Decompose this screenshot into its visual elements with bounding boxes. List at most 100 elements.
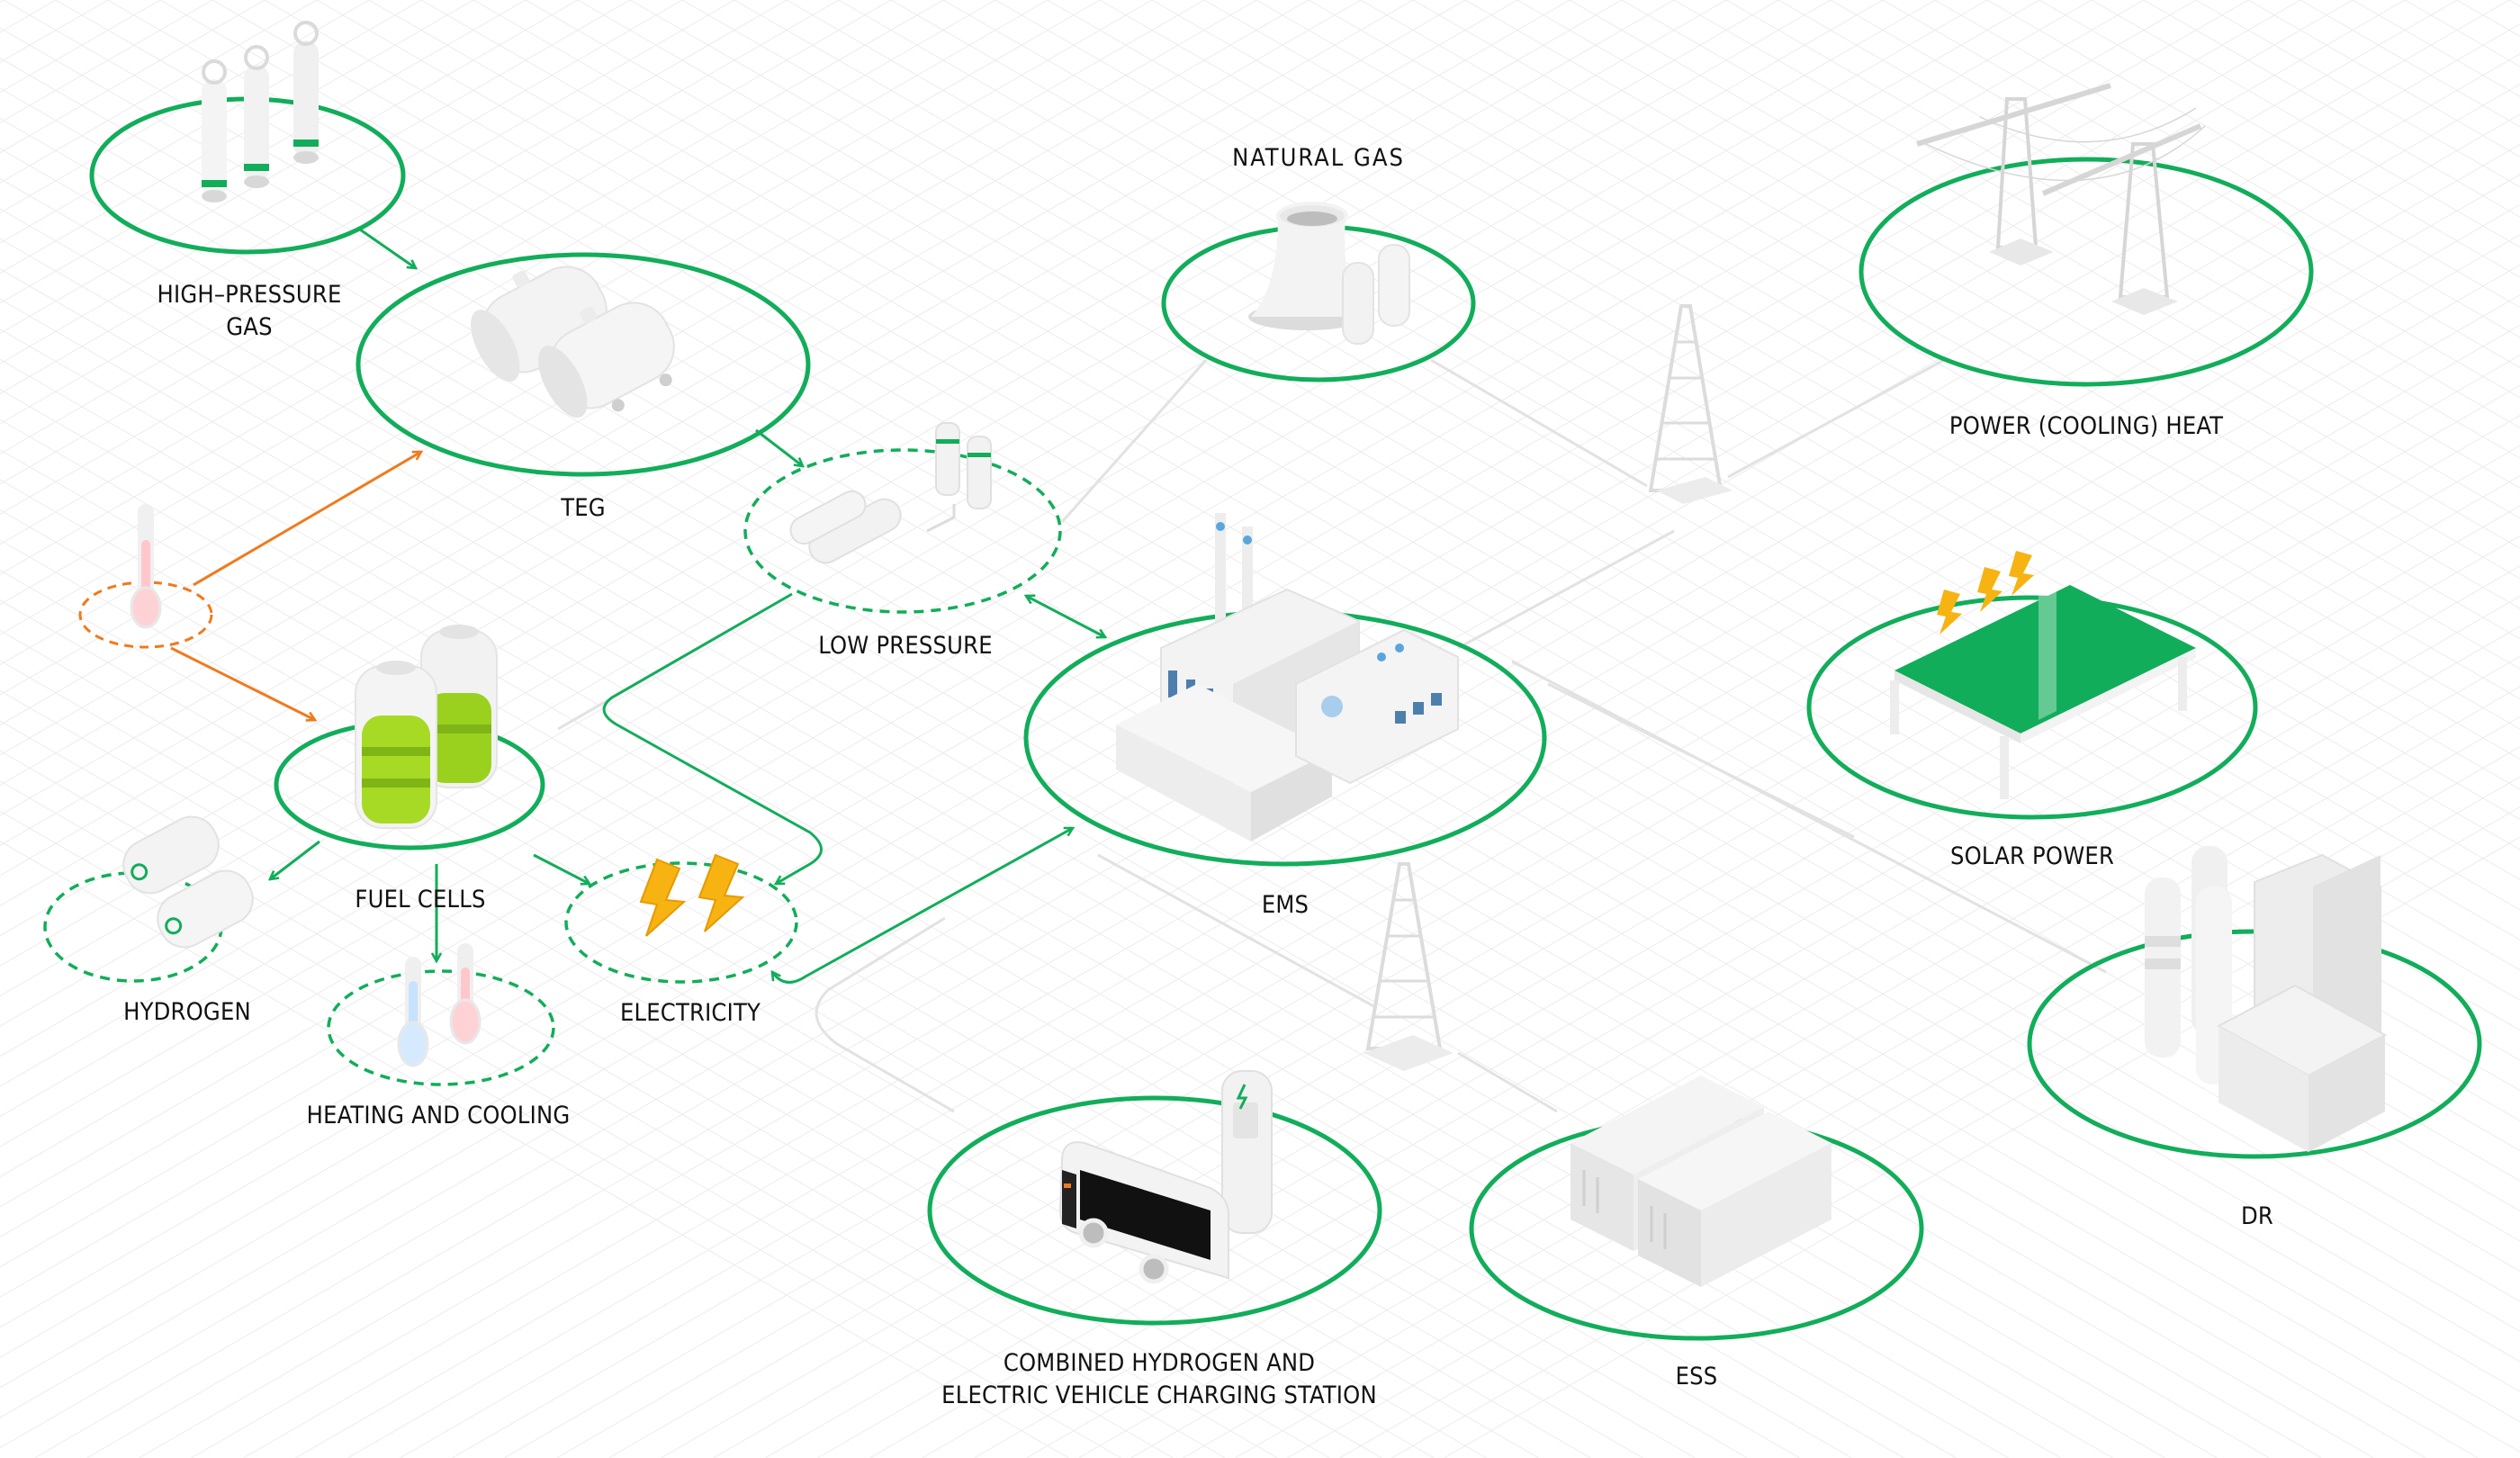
grid-line — [0, 0, 944, 545]
grid-line — [0, 0, 996, 575]
grid-line — [1151, 0, 2520, 790]
link-ems-dr — [1511, 660, 2107, 974]
grid-line — [0, 0, 474, 274]
thermometers-icon — [397, 943, 482, 1067]
grid-line — [0, 0, 1936, 1118]
grid-line — [1026, 595, 2520, 1458]
label-electricity: ELECTRICITY — [619, 999, 761, 1027]
grid-line — [0, 0, 2145, 1238]
grid-line — [1986, 0, 2520, 309]
node-heating-cooling[interactable] — [327, 943, 555, 1086]
node-low-pressure[interactable] — [743, 422, 1062, 614]
link-tower2-ess — [1457, 1051, 1558, 1113]
grid-line — [0, 148, 2270, 1458]
fuel-cell-batteries-icon — [355, 625, 498, 829]
link-ems-natural-gas — [1060, 359, 1208, 523]
grid-line — [1673, 0, 2520, 489]
grid-line — [556, 324, 2520, 1458]
heat-arrows — [170, 452, 421, 720]
arrow-lowpressure-ems — [1026, 596, 1105, 637]
grid-line — [0, 0, 2354, 1358]
node-solar-power[interactable] — [1806, 551, 2258, 820]
node-charging-station[interactable] — [927, 1070, 1382, 1326]
node-power-cooling-heat[interactable] — [1858, 83, 2314, 387]
label-power-cooling-heat: POWER (COOLING) HEAT — [1948, 412, 2224, 440]
grid-line — [1444, 836, 2520, 1458]
grid-line — [316, 0, 2520, 1273]
grid-line — [1516, 0, 2520, 580]
lattice-tower-icon — [1648, 304, 1732, 504]
low-pressure-tanks-icon — [789, 422, 992, 564]
cooling-tower-icon — [1248, 202, 1410, 345]
grid-line — [838, 0, 2520, 971]
label-hydrogen: HYDROGEN — [123, 998, 251, 1026]
grid-line — [0, 389, 1852, 1458]
grid-line — [0, 0, 1884, 1087]
grid-line — [1569, 0, 2520, 549]
grid-line — [0, 358, 1904, 1458]
battery-containers-icon — [1570, 1076, 1832, 1287]
grid-line — [0, 0, 1101, 635]
grid-line — [1412, 0, 2520, 640]
grid-line — [2038, 0, 2520, 278]
node-fuel-cells[interactable] — [274, 625, 545, 850]
grid-line — [974, 565, 2520, 1458]
node-electricity[interactable] — [564, 853, 798, 984]
grid-line — [525, 0, 2520, 1152]
grid-line — [1934, 0, 2520, 338]
label-charging-station: COMBINED HYDROGEN AND ELECTRIC VEHICLE C… — [941, 1349, 1377, 1409]
link-ems-solar — [1547, 682, 1855, 839]
grid-line — [1130, 655, 2520, 1458]
grid-line — [0, 689, 1330, 1458]
grid-line — [1464, 0, 2520, 609]
grid-line — [0, 328, 1957, 1458]
label-teg: TEG — [561, 494, 606, 522]
arrow-teg-lowpressure — [755, 428, 803, 466]
grid-line — [1047, 0, 2520, 850]
grid-line — [0, 0, 1779, 1027]
arrow-heat-teg — [193, 452, 421, 587]
grid-line — [0, 0, 2197, 1268]
solar-panel-icon — [1890, 551, 2196, 799]
node-natural-gas[interactable] — [1161, 202, 1476, 382]
grid-line — [243, 143, 2520, 1458]
node-heat-source[interactable] — [78, 504, 213, 649]
node-hydrogen[interactable] — [43, 808, 262, 983]
node-ess[interactable] — [1469, 1076, 1924, 1341]
node-ems[interactable] — [1023, 513, 1547, 867]
thermometer-hot-icon — [130, 504, 162, 629]
grid-line — [347, 203, 2520, 1458]
lightning-bolts-icon — [639, 853, 745, 937]
grid-line — [0, 0, 2249, 1298]
flow-arrows — [270, 228, 1105, 984]
grid-line — [0, 0, 1466, 846]
link-ems-tower2 — [1097, 853, 1378, 1010]
node-high-pressure-gas[interactable] — [89, 21, 406, 255]
grid-line — [0, 841, 1069, 1458]
arrow-fuel-electricity — [533, 853, 590, 884]
grid-line — [1308, 0, 2520, 700]
grid-line — [0, 0, 1048, 606]
grid-line — [0, 0, 1257, 726]
link-tower-power — [1727, 358, 1945, 479]
grid-line — [0, 629, 1435, 1458]
label-ess: ESS — [1675, 1363, 1718, 1390]
arrow-fuel-hydrogen — [270, 840, 320, 879]
grid-line — [0, 0, 579, 335]
grid-line — [1830, 0, 2520, 399]
node-dr[interactable] — [2027, 846, 2482, 1159]
grid-line — [0, 87, 2374, 1458]
node-teg[interactable] — [356, 242, 811, 477]
grid-line — [212, 0, 2520, 1333]
tank-wagons-icon — [471, 266, 675, 418]
grid-line — [0, 810, 1121, 1458]
grid-line — [0, 0, 2092, 1208]
grid-line — [0, 0, 422, 244]
arrow-electricity-ems — [772, 826, 1073, 984]
grid-line — [577, 0, 2520, 1121]
grid-line — [0, 0, 1310, 756]
label-high-pressure-gas: HIGH–PRESSURE GAS — [157, 281, 342, 341]
grid-line — [400, 234, 2520, 1458]
